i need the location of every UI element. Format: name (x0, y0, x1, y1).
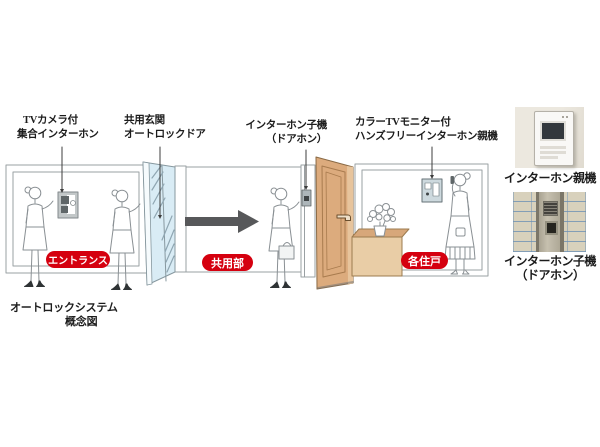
label-line: 共用玄関 (124, 115, 165, 126)
photo-intercom-doorphone (513, 192, 586, 252)
monitor-master-unit-icon (421, 178, 443, 203)
label-line: （ドアホン） (265, 133, 328, 145)
intercom-screen (540, 121, 566, 141)
door-handle-icon (336, 214, 351, 221)
label-doorphone-unit: インターホン子機 （ドアホン） (240, 119, 327, 146)
label-line: オートロックドア (124, 128, 206, 140)
zone-badge-dwelling: 各住戸 (401, 252, 448, 269)
diagram-caption: オートロックシステム 概念図 (10, 301, 118, 329)
label-master-unit: カラーTVモニター付 ハンズフリーインターホン親機 (355, 116, 498, 143)
camera-button (545, 221, 558, 235)
speaker-grille (543, 201, 558, 216)
caption-line: 概念図 (65, 316, 98, 328)
photo-caption-doorphone: インターホン子機 （ドアホン） (503, 254, 597, 282)
zone-badge-entrance: エントランス (46, 251, 110, 268)
autolock-glass-door-icon (142, 161, 187, 286)
counter-icon (351, 228, 410, 277)
label-line: インターホン子機 (245, 120, 327, 131)
intercom-master-device (534, 111, 574, 166)
photo-intercom-master-unit (515, 107, 584, 168)
photo-caption-master: インターホン親機 (503, 171, 597, 185)
doorphone-icon (301, 189, 312, 207)
bag-icon (278, 242, 295, 260)
flower-vase-icon (367, 203, 396, 237)
dwelling-door-icon (315, 156, 354, 290)
person-visitor (22, 186, 54, 287)
label-line: ハンズフリーインターホン親機 (355, 130, 498, 142)
collective-intercom-panel-icon (57, 191, 79, 219)
label-line: 集合インターホン (17, 128, 99, 140)
person-resident (444, 172, 476, 275)
label-pointer-lines (60, 146, 434, 219)
label-collective-intercom: TVカメラ付 集合インターホン (17, 114, 99, 141)
label-autolock-door: 共用玄関 オートロックドア (124, 114, 206, 141)
label-line: カラーTVモニター付 (355, 117, 451, 128)
flow-arrow-icon (185, 210, 259, 233)
person-at-doorphone (268, 187, 300, 288)
label-line: TVカメラ付 (23, 115, 78, 126)
caption-line: オートロックシステム (10, 302, 118, 314)
zone-badge-common: 共用部 (202, 254, 253, 271)
